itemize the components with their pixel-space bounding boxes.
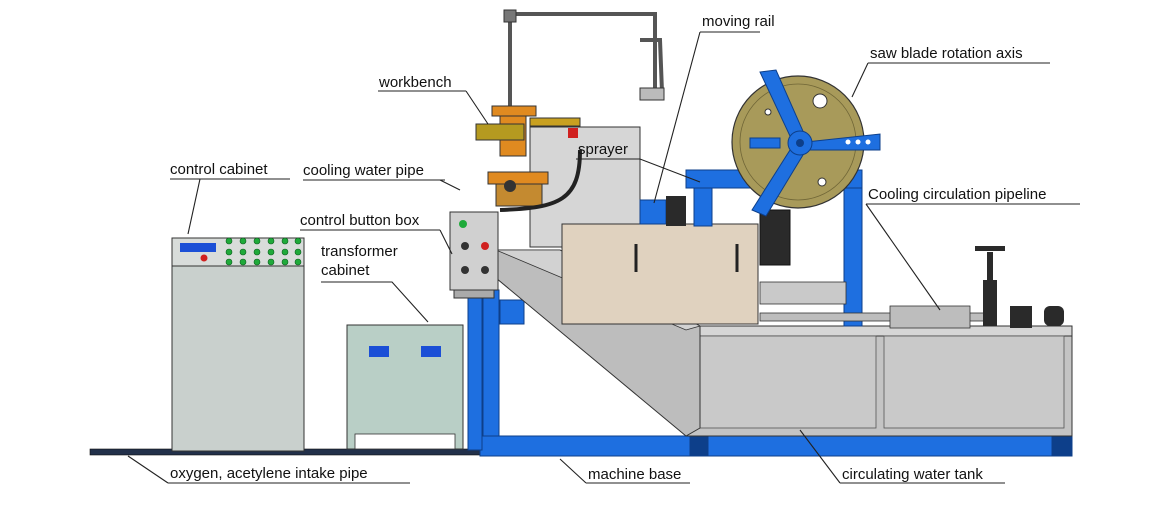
transformer-cabinet	[346, 324, 464, 450]
label-sprayer: sprayer	[578, 141, 629, 158]
cutting-chamber	[529, 126, 759, 325]
moving-rail-assembly	[639, 196, 791, 266]
label-control-button-box: control button box	[300, 212, 420, 229]
overhead-arm	[508, 12, 664, 124]
label-moving-rail: moving rail	[702, 13, 775, 30]
label-workbench: workbench	[379, 74, 452, 91]
label-control-cabinet: control cabinet	[170, 161, 268, 178]
label-transformer-cabinet-line2: cabinet	[321, 262, 370, 279]
label-oxygen-acetylene-intake-pipe: oxygen, acetylene intake pipe	[170, 465, 368, 482]
label-transformer-cabinet-line1: transformer	[321, 243, 398, 260]
control-button-box	[449, 211, 499, 299]
workbench	[475, 105, 582, 212]
label-cooling-water-pipe: cooling water pipe	[303, 162, 424, 179]
saw-blade	[731, 69, 881, 217]
cooling-pipeline	[759, 246, 1064, 329]
label-saw-blade-rotation-axis: saw blade rotation axis	[870, 45, 1023, 62]
label-cooling-circulation-pipeline: Cooling circulation pipeline	[868, 186, 1047, 203]
machine-base	[467, 289, 1073, 457]
label-machine-base: machine base	[588, 466, 682, 483]
leader-lines	[127, 31, 1080, 484]
label-circulating-water-tank: circulating water tank	[842, 466, 983, 483]
circulating-water-tank	[685, 325, 1073, 437]
control-cabinet	[171, 237, 305, 452]
